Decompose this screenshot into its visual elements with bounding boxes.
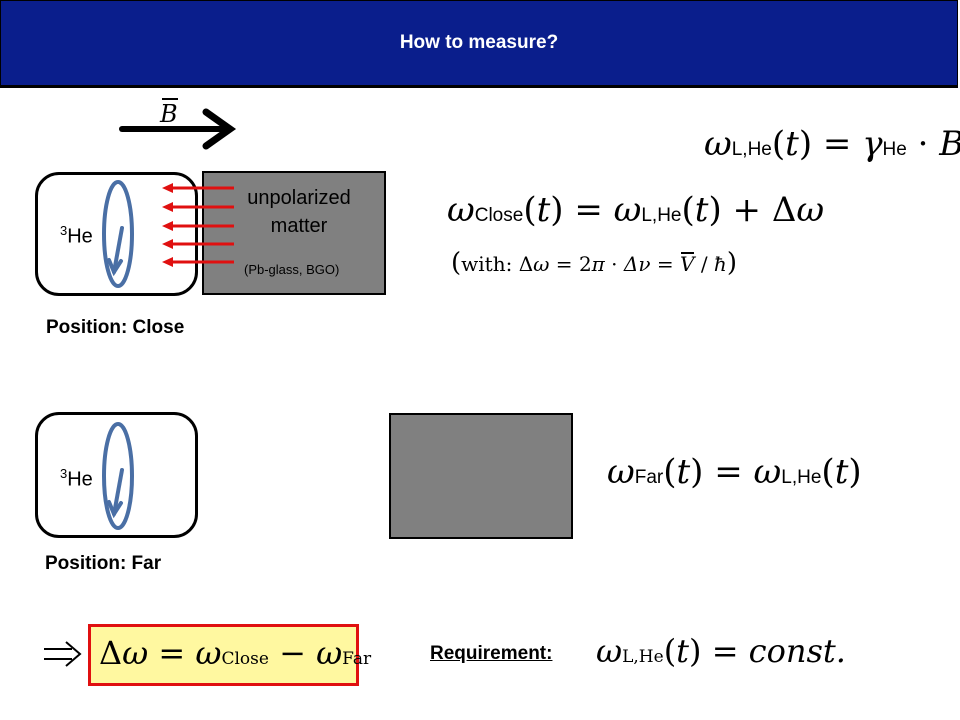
unpolarized-matter-block	[202, 171, 386, 295]
spin-ellipse-close-icon	[102, 180, 134, 288]
title-bar: How to measure?	[0, 0, 958, 88]
interaction-arrows-icon	[162, 183, 234, 267]
field-symbol: B	[160, 98, 178, 128]
field-symbol-text: B	[160, 100, 178, 128]
matter-block-far	[389, 413, 573, 539]
matter-label: unpolarized matter	[247, 187, 351, 237]
requirement-label: Requirement:	[430, 643, 553, 664]
result-equation: Δω = ωClose − ωFar	[99, 634, 372, 672]
requirement-equation: ωL,He(t) = const.	[596, 632, 846, 670]
matter-examples: (Pb-glass, BGO)	[244, 262, 340, 277]
he3-cell-far	[35, 412, 198, 538]
result-box	[88, 624, 359, 686]
implies-arrow-icon	[44, 641, 82, 667]
position-close-label: Position: Close	[46, 317, 185, 338]
far-equation: ωFar(t) = ωL,He(t)	[607, 452, 862, 492]
spin-ellipse-far-icon	[102, 422, 134, 530]
he3-cell-close	[35, 172, 198, 296]
slide-title: How to measure?	[399, 32, 559, 53]
field-arrow-icon	[119, 108, 237, 150]
with-equation: (with: Δω = 2π · Δν = V / ħ)	[451, 248, 737, 278]
field-overbar	[162, 98, 178, 100]
isotope-label-far: 3He	[60, 466, 93, 491]
larmor-equation: ωL,He(t) = γHe · B(t)	[704, 124, 960, 164]
position-far-label: Position: Far	[45, 553, 162, 574]
close-equation: ωClose(t) = ωL,He(t) + Δω	[447, 190, 825, 230]
isotope-label-close: 3He	[60, 223, 93, 248]
